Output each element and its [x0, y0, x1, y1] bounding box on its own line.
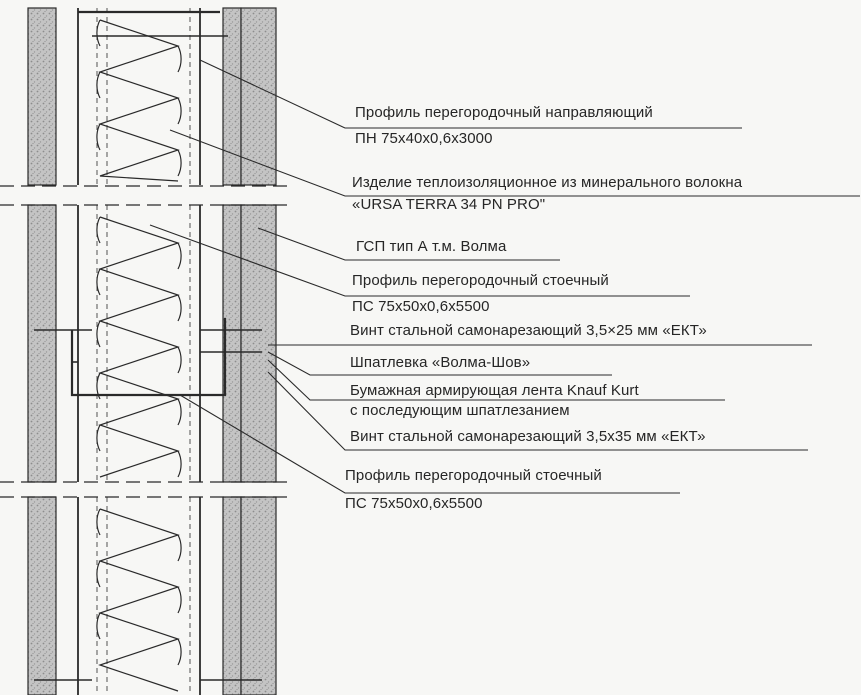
gypsum-board [222, 496, 242, 695]
gypsum-board [240, 496, 277, 695]
callout-tape-line-1: Бумажная армирующая лента Knauf Kurt [350, 382, 639, 399]
callout-ph-profile-line-1: Профиль перегородочный направляющий [355, 104, 653, 121]
insulation-loop [177, 242, 182, 270]
insulation-loop [177, 534, 182, 562]
callout-insulation-line-2: «URSA TERRA 34 PN PRO" [352, 196, 546, 213]
callout-ps-profile-2-line-1: Профиль перегородочный стоечный [345, 467, 602, 484]
insulation-loop [96, 320, 101, 348]
callout-screw-35-line-1: Винт стальной самонарезающий 3,5х35 мм «… [350, 428, 706, 445]
leader-lines [149, 59, 860, 494]
insulation-loop [177, 450, 182, 478]
insulation-loop [96, 19, 101, 47]
leader-line [149, 224, 690, 297]
insulation-zigzag [98, 508, 180, 692]
gypsum-board [27, 7, 57, 186]
gypsum-board [27, 496, 57, 695]
gypsum-board [222, 7, 242, 186]
gypsum-board [27, 204, 57, 483]
insulation-loop [96, 372, 101, 400]
leader-line [267, 359, 725, 401]
insulation-loop [96, 508, 101, 536]
leader-line [267, 371, 808, 451]
insulation-loop [177, 149, 182, 177]
callout-screw-25-line-1: Винт стальной самонарезающий 3,5×25 мм «… [350, 322, 707, 339]
steel-profiles [34, 10, 262, 681]
leader-line [199, 59, 742, 129]
insulation-loop [177, 346, 182, 374]
leader-line [169, 129, 860, 197]
insulation-zigzag [98, 19, 180, 182]
leader-line [179, 394, 680, 494]
mineral-wool-insulation [77, 8, 201, 695]
insulation-zigzag [98, 216, 180, 478]
insulation-loop [96, 216, 101, 244]
leader-line [267, 351, 612, 376]
section-break-lines [0, 185, 290, 498]
insulation-loop [96, 560, 101, 588]
callout-ph-profile-line-2: ПН 75х40х0,6х3000 [355, 130, 493, 147]
callout-tape-line-2: с последующим шпатлезанием [350, 402, 570, 419]
callout-gsp-line-1: ГСП тип А т.м. Волма [356, 238, 507, 255]
insulation-loop [177, 97, 182, 125]
callout-ps-profile-2-line-2: ПС 75х50х0,6х5500 [345, 495, 483, 512]
insulation-loop [96, 424, 101, 452]
callout-putty-line-1: Шпатлевка «Волма-Шов» [350, 354, 531, 371]
insulation-loop [96, 71, 101, 99]
insulation-loop [177, 398, 182, 426]
insulation-loop [96, 612, 101, 640]
leader-line [257, 227, 560, 261]
insulation-loop [177, 586, 182, 614]
insulation-loop [96, 268, 101, 296]
gypsum-board [240, 204, 277, 483]
insulation-loop [177, 294, 182, 322]
insulation-loop [96, 123, 101, 151]
callout-ps-profile-1-line-2: ПС 75х50х0,6х5500 [352, 298, 490, 315]
insulation-loop [177, 45, 182, 73]
callout-insulation-line-1: Изделие теплоизоляционное из минеральног… [352, 174, 743, 191]
gypsum-board [240, 7, 277, 186]
insulation-loop [177, 638, 182, 666]
callout-ps-profile-1-line-1: Профиль перегородочный стоечный [352, 272, 609, 289]
